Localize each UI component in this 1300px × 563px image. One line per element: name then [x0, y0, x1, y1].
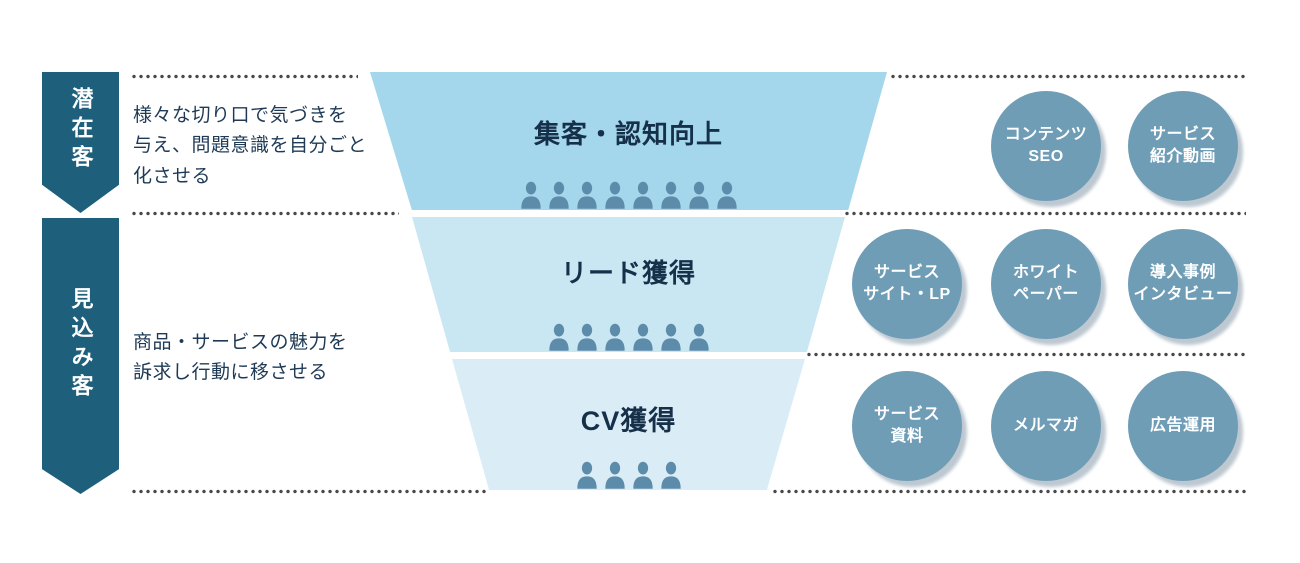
dotted-divider: [131, 74, 358, 79]
tactic-service-site-lp: サービス サイト・LP: [852, 229, 962, 339]
tactic-case-interview: 導入事例 インタビュー: [1128, 229, 1238, 339]
person-icon: [660, 323, 681, 351]
person-icon: [520, 181, 541, 209]
dotted-divider: [131, 211, 399, 216]
person-icon: [548, 181, 569, 209]
tactic-ad-operation: 広告運用: [1128, 371, 1238, 481]
person-icon: [632, 181, 653, 209]
person-icon: [576, 181, 597, 209]
funnel-stage-cv: CV獲得: [452, 359, 805, 490]
audience-arrow-potential: 潜在客: [42, 72, 119, 213]
audience-label-potential: 潜在客: [68, 87, 94, 174]
person-icon: [604, 323, 625, 351]
funnel-stage-label: CV獲得: [580, 406, 677, 436]
funnel-stage-label: リード獲得: [560, 258, 696, 288]
person-icon: [604, 461, 625, 489]
funnel-stage-awareness: 集客・認知向上: [370, 72, 887, 210]
tactic-content-seo: コンテンツ SEO: [991, 91, 1101, 201]
people-icons-row: [548, 322, 710, 352]
person-icon: [632, 461, 653, 489]
people-icons-row: [576, 460, 682, 490]
person-icon: [604, 181, 625, 209]
funnel-stage-label: 集客・認知向上: [533, 119, 723, 149]
person-icon: [632, 323, 653, 351]
tactic-service-docs: サービス 資料: [852, 371, 962, 481]
person-icon: [548, 323, 569, 351]
person-icon: [688, 181, 709, 209]
people-icons-row: [520, 180, 738, 210]
audience-description-prospect: 商品・サービスの魅力を 訴求し行動に移させる: [133, 332, 348, 384]
audience-label-prospect: 見込み客: [68, 287, 94, 403]
dotted-divider: [844, 211, 1246, 216]
dotted-divider: [890, 74, 1246, 79]
tactic-whitepaper: ホワイト ペーパー: [991, 229, 1101, 339]
person-icon: [576, 323, 597, 351]
person-icon: [716, 181, 737, 209]
person-icon: [576, 461, 597, 489]
audience-arrow-prospect: 見込み客: [42, 218, 119, 494]
audience-description-potential: 様々な切り口で気づきを 与え、問題意識を自分ごと 化させる: [133, 105, 368, 187]
funnel-stage-lead: リード獲得: [412, 217, 845, 352]
person-icon: [660, 461, 681, 489]
dotted-divider: [131, 489, 488, 494]
dotted-divider: [806, 352, 1246, 357]
person-icon: [688, 323, 709, 351]
person-icon: [660, 181, 681, 209]
tactic-mail-magazine: メルマガ: [991, 371, 1101, 481]
dotted-divider: [772, 489, 1246, 494]
tactic-service-video: サービス 紹介動画: [1128, 91, 1238, 201]
